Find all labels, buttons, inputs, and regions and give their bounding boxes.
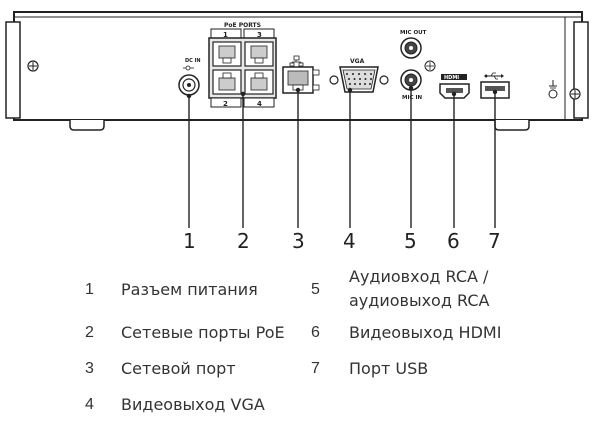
network-port [282, 66, 320, 94]
vga-pin [370, 78, 372, 80]
dc-polarity-icon [183, 65, 194, 71]
left-screw-icon [27, 60, 39, 72]
usb-symbol-icon [484, 72, 504, 80]
vga-pin [346, 73, 348, 75]
legend-num-7: 7 [311, 360, 320, 377]
callout-3: 3 [292, 229, 305, 253]
ground-terminal-icon [424, 60, 436, 72]
callout-4: 4 [343, 229, 356, 253]
legend-num-2: 2 [85, 324, 94, 341]
vga-pin [369, 83, 371, 85]
callout-2: 2 [237, 229, 250, 253]
mic-in-label: MIC IN [402, 95, 423, 101]
vga-pin [359, 78, 361, 80]
vga-pins [346, 73, 372, 85]
mic-out-label: MIC OUT [400, 30, 427, 36]
poe-port-2 [212, 69, 242, 95]
vga-pin [349, 83, 351, 85]
poe-port-4 [244, 69, 274, 95]
legend-num-6: 6 [311, 324, 320, 341]
leader-line-1-anchor [186, 93, 192, 99]
vga-port [329, 66, 389, 93]
leader-line-2-anchor [240, 91, 246, 97]
legend-text-5-line1: Аудиовход RCA / [349, 267, 489, 286]
callout-7: 7 [488, 229, 501, 253]
legend-text-7: Порт USB [349, 359, 429, 378]
vga-pin [364, 73, 366, 75]
legend-text-5-line2: аудиовыход RCA [349, 291, 490, 310]
hdmi-label-box [441, 74, 467, 80]
vga-pin [358, 73, 360, 75]
poe-bottom-num-4: 4 [257, 100, 262, 108]
vga-pin [352, 73, 354, 75]
poe-top-num-3: 3 [257, 31, 262, 39]
hdmi-port [439, 83, 470, 99]
vga-pin [370, 73, 372, 75]
poe-bottom-num-4-box [243, 97, 275, 108]
poe-bottom-num-2: 2 [223, 100, 228, 108]
right-screw-icon [569, 88, 581, 100]
legend-num-1: 1 [85, 281, 94, 298]
mic-out-jack [400, 37, 422, 59]
right-foot [494, 120, 530, 131]
legend-text-6: Видеовыход HDMI [349, 323, 502, 342]
poe-port-1 [212, 41, 242, 67]
chassis-left-flange [5, 21, 21, 119]
left-foot [69, 120, 105, 131]
legend-text-1: Разъем питания [121, 280, 258, 299]
vga-label: VGA [350, 58, 365, 65]
poe-ports-label: PoE PORTS [224, 22, 261, 29]
leader-line-3-anchor [295, 87, 301, 93]
callout-1: 1 [183, 229, 196, 253]
legend-text-2: Сетевые порты PoE [121, 323, 285, 342]
legend-num-3: 3 [85, 360, 94, 377]
hdmi-label: HDMI [444, 75, 459, 81]
vga-pin [354, 83, 356, 85]
legend-num-5: 5 [311, 281, 320, 298]
poe-bottom-num-2-box [210, 97, 242, 108]
leader-lines [186, 85, 498, 228]
vga-pin [353, 78, 356, 80]
power-symbol-icon [548, 80, 558, 99]
vga-pin [359, 83, 361, 85]
dc-in-label: DC IN [185, 58, 201, 64]
poe-port-3 [244, 41, 274, 67]
vga-pin [348, 78, 350, 80]
poe-top-num-1: 1 [223, 31, 228, 39]
legend-text-3: Сетевой порт [121, 359, 236, 378]
dc-power-jack [178, 74, 200, 96]
vga-pin [364, 83, 366, 85]
legend-num-4: 4 [85, 396, 94, 413]
legend-text-4: Видеовыход VGA [121, 395, 265, 414]
callout-5: 5 [404, 229, 417, 253]
callout-6: 6 [447, 229, 460, 253]
leader-line-6-anchor [451, 91, 457, 97]
network-symbol-icon [289, 55, 304, 67]
leader-line-7-anchor [492, 89, 498, 95]
leader-line-4-anchor [347, 87, 353, 93]
leader-line-5-anchor [408, 85, 414, 91]
vga-pin [364, 78, 367, 80]
chassis-right-flange [573, 21, 589, 119]
